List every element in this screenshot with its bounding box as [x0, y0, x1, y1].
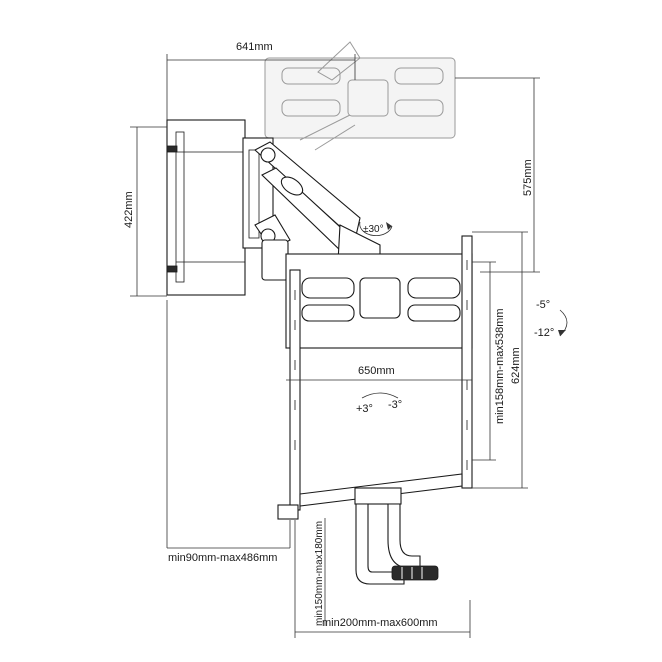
rotate-arrow [361, 392, 399, 399]
label-swivel: ±30° [363, 224, 384, 235]
label-tilt-up: -5° [536, 299, 550, 311]
label-bracket-height: 624mm [510, 347, 522, 384]
label-plate-width: 650mm [358, 365, 395, 377]
rail-slots [294, 260, 468, 470]
tilt-arrow [558, 309, 568, 337]
dimension-lines [130, 54, 540, 638]
label-vertical-range: min158mm-max538mm [494, 308, 506, 424]
label-rotate-minus: -3° [388, 399, 402, 411]
label-top-width: 641mm [236, 41, 273, 53]
pull-handle [355, 503, 439, 585]
label-base-width: min200mm-max600mm [322, 617, 438, 629]
tv-bracket-frame [277, 235, 473, 520]
label-rotate-plus: +3° [356, 403, 373, 415]
swivel-arrow [359, 221, 393, 236]
label-tilt-down: -12° [534, 327, 554, 339]
wall-plate [166, 119, 274, 296]
label-handle-range: min150mm-max180mm [314, 521, 325, 626]
articulating-arm [254, 141, 381, 281]
ghost-mount [264, 41, 456, 151]
label-right-height: 575mm [522, 159, 534, 196]
label-depth-range: min90mm-max486mm [168, 552, 277, 564]
label-left-height: 422mm [123, 191, 135, 228]
